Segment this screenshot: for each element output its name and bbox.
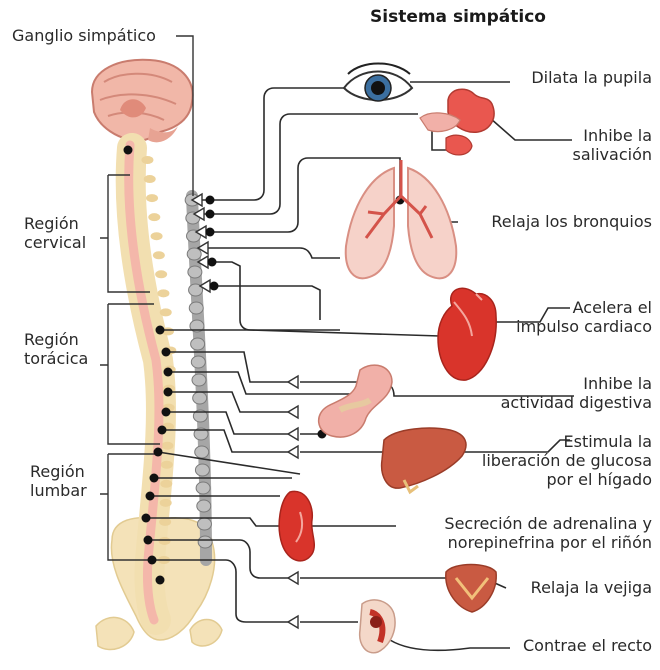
- vertebra: [151, 232, 163, 240]
- synapse-dot: [206, 210, 215, 219]
- vertebra: [159, 537, 171, 545]
- synapse-dot: [148, 556, 157, 565]
- vertebra: [160, 480, 172, 488]
- synapse-dot: [162, 348, 171, 357]
- vertebra: [160, 499, 172, 507]
- synapse-dot: [142, 514, 151, 523]
- ganglion: [191, 338, 205, 350]
- synapse-dot: [156, 576, 165, 585]
- ganglion-arrow: [288, 572, 298, 584]
- synapse-dot: [154, 448, 163, 457]
- vertebra: [148, 213, 160, 221]
- rectum: [360, 600, 395, 653]
- synapse-dot: [164, 388, 173, 397]
- effect-glucosa: Estimula laliberación de glucosapor el h…: [482, 432, 652, 489]
- ganglion: [197, 500, 211, 512]
- synapse-dot: [208, 258, 217, 267]
- label-region-cervical: Regióncervical: [24, 214, 86, 252]
- ganglion-arrow: [288, 406, 298, 418]
- ganglion: [196, 482, 210, 494]
- ganglion-arrow: [288, 376, 298, 388]
- synapse-dot: [146, 492, 155, 501]
- brain: [92, 60, 193, 143]
- liver: [382, 428, 466, 492]
- effect-recto: Contrae el recto: [523, 636, 652, 655]
- label-region-toracica: Regióntorácica: [24, 330, 88, 368]
- vertebra: [159, 518, 171, 526]
- synapse-dot: [206, 196, 215, 205]
- effect-adrenalina: Secreción de adrenalina ynorepinefrina p…: [444, 514, 652, 552]
- effect-digestiva: Inhibe laactividad digestiva: [501, 374, 652, 412]
- vertebra: [161, 461, 173, 469]
- ganglion: [197, 518, 211, 530]
- vertebra: [161, 442, 173, 450]
- ganglion: [189, 302, 203, 314]
- ganglion: [187, 248, 201, 260]
- vertebra: [160, 308, 172, 316]
- ganglion: [198, 536, 212, 548]
- eye: [344, 64, 412, 102]
- stomach: [319, 365, 392, 437]
- effect-bronquios: Relaja los bronquios: [491, 212, 652, 231]
- vertebra: [146, 194, 158, 202]
- ganglion: [192, 374, 206, 386]
- vertebra: [155, 270, 167, 278]
- ganglion: [195, 464, 209, 476]
- synapse-dot: [156, 326, 165, 335]
- synapse-dot: [206, 228, 215, 237]
- heart: [438, 288, 496, 380]
- label-region-lumbar: Regiónlumbar: [30, 462, 87, 500]
- ganglion-arrow: [288, 428, 298, 440]
- salivary-glands: [420, 89, 494, 155]
- label-ganglio: Ganglio simpático: [12, 26, 156, 45]
- kidney: [279, 491, 314, 560]
- ganglion-arrow: [288, 616, 298, 628]
- synapse-dot: [210, 282, 219, 291]
- diagram-title: Sistema simpático: [370, 8, 546, 27]
- vertebra: [141, 156, 153, 164]
- lungs: [346, 160, 457, 278]
- synapse-dot: [124, 146, 133, 155]
- synapse-dot: [158, 426, 167, 435]
- ganglion: [188, 266, 202, 278]
- synapse-dot: [150, 474, 159, 483]
- vertebra: [144, 175, 156, 183]
- ganglion: [195, 446, 209, 458]
- ganglion: [191, 356, 205, 368]
- synapse-dot: [164, 368, 173, 377]
- effect-vejiga: Relaja la vejiga: [531, 578, 652, 597]
- synapse-dot: [162, 408, 171, 417]
- bladder: [446, 565, 496, 613]
- effect-salivacion: Inhibe lasalivación: [573, 126, 652, 164]
- vertebra: [153, 251, 165, 259]
- ganglion-arrow: [288, 446, 298, 458]
- effect-pupila: Dilata la pupila: [531, 68, 652, 87]
- ganglion: [193, 392, 207, 404]
- effect-cardiaco: Acelera elimpulso cardiaco: [516, 298, 652, 336]
- vertebra: [157, 289, 169, 297]
- synapse-dot: [144, 536, 153, 545]
